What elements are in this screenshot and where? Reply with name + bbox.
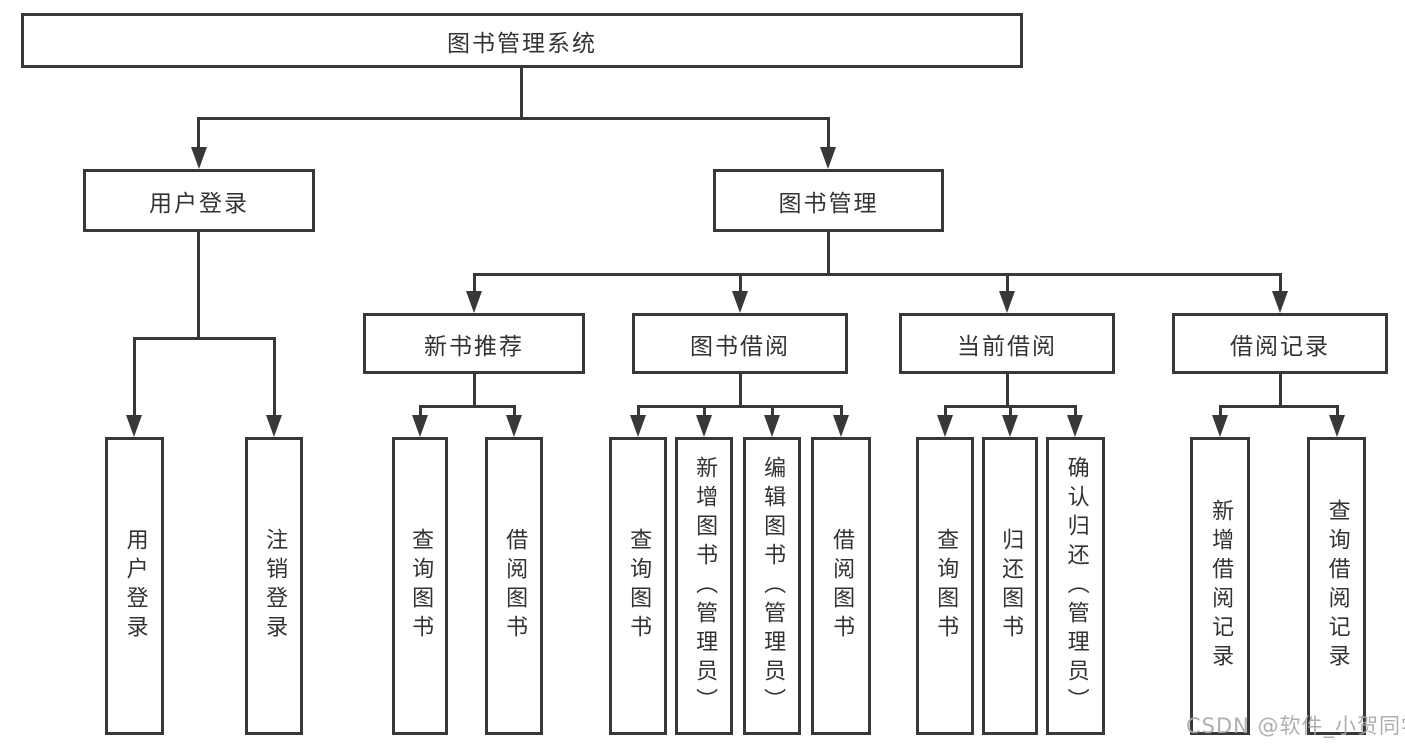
connector-drop	[637, 405, 640, 417]
connector-drop	[1074, 405, 1077, 417]
arrowhead	[630, 415, 646, 437]
arrowhead-user-login	[191, 147, 207, 169]
csdn-watermark: CSDN @软件_小贺同学	[1186, 714, 1405, 738]
connector-drop	[513, 405, 516, 417]
connector-current-borrow-stem	[1006, 374, 1009, 407]
leaf-label: 新增图书（管理员）	[692, 455, 718, 717]
connector-root-stem	[520, 68, 523, 118]
leaf-query-borrow-record: 查询借阅记录	[1307, 437, 1366, 735]
connector-book-borrow-stem	[739, 374, 742, 407]
arrowhead	[764, 415, 780, 437]
leaf-edit-book-admin: 编辑图书（管理员）	[743, 437, 801, 735]
node-root-library-system: 图书管理系统	[21, 13, 1023, 68]
leaf-label: 注销登录	[262, 528, 288, 644]
node-label: 当前借阅	[957, 333, 1057, 360]
connector-drop	[1219, 405, 1222, 417]
connector-level2-rail	[197, 117, 830, 120]
connector-drop	[944, 405, 947, 417]
leaf-logout-login: 注销登录	[245, 437, 303, 735]
leaf-label: 借阅图书	[502, 528, 528, 644]
connector-drop-new-book	[473, 273, 476, 293]
connector-borrow-records-rail	[1219, 405, 1338, 408]
arrowhead-leaf-logout	[266, 415, 282, 437]
leaf-add-borrow-record: 新增借阅记录	[1190, 437, 1250, 735]
node-current-borrow: 当前借阅	[899, 313, 1115, 374]
arrowhead-book-management	[820, 147, 836, 169]
leaf-query-books-borrow: 查询图书	[609, 437, 667, 735]
arrowhead-book-borrow	[732, 291, 748, 313]
leaf-label: 新增借阅记录	[1208, 499, 1234, 673]
node-label: 图书管理系统	[447, 30, 597, 57]
arrowhead	[1002, 415, 1018, 437]
node-book-borrow: 图书借阅	[632, 313, 848, 374]
arrowhead	[937, 415, 953, 437]
leaf-add-book-admin: 新增图书（管理员）	[675, 437, 733, 735]
leaf-label: 用户登录	[122, 528, 148, 644]
leaf-user-login: 用户登录	[105, 437, 164, 735]
arrowhead	[1329, 415, 1345, 437]
arrowhead	[506, 415, 522, 437]
connector-drop-leaf-logout	[273, 337, 276, 417]
leaf-label: 查询借阅记录	[1324, 499, 1350, 673]
node-borrow-records: 借阅记录	[1172, 313, 1388, 374]
arrowhead	[1067, 415, 1083, 437]
connector-drop-user-login	[197, 117, 200, 150]
leaf-label: 确认归还（管理员）	[1063, 455, 1089, 717]
node-label: 新书推荐	[424, 333, 524, 360]
node-new-book-recommend: 新书推荐	[363, 313, 585, 374]
node-label: 图书借阅	[690, 333, 790, 360]
connector-drop	[1336, 405, 1339, 417]
arrowhead	[412, 415, 428, 437]
arrowhead-current-borrow	[999, 291, 1015, 313]
connector-level3-rail	[473, 273, 1282, 276]
leaf-borrow-books: 借阅图书	[811, 437, 871, 735]
connector-drop-leaf-login	[133, 337, 136, 417]
connector-new-book-rail	[419, 405, 515, 408]
connector-user-login-rail	[133, 337, 276, 340]
connector-borrow-records-stem	[1279, 374, 1282, 407]
arrowhead	[833, 415, 849, 437]
leaf-label: 归还图书	[998, 528, 1024, 644]
leaf-label: 借阅图书	[829, 528, 855, 644]
connector-drop	[703, 405, 706, 417]
node-book-management: 图书管理	[713, 169, 944, 232]
leaf-label: 查询图书	[626, 528, 652, 644]
connector-book-management-stem	[827, 232, 830, 275]
connector-new-book-stem	[473, 374, 476, 407]
leaf-label: 查询图书	[408, 528, 434, 644]
connector-drop	[1009, 405, 1012, 417]
connector-drop	[419, 405, 422, 417]
connector-drop	[771, 405, 774, 417]
node-label: 图书管理	[778, 190, 879, 217]
arrowhead-borrow-records	[1272, 291, 1288, 313]
node-user-login: 用户登录	[83, 169, 315, 232]
leaf-borrow-books-recommend: 借阅图书	[485, 437, 543, 735]
arrowhead-new-book	[466, 291, 482, 313]
node-label: 用户登录	[149, 190, 249, 217]
arrowhead-leaf-login	[126, 415, 142, 437]
connector-drop-book-borrow	[739, 273, 742, 293]
connector-user-login-stem	[197, 232, 200, 339]
arrowhead	[696, 415, 712, 437]
leaf-return-book: 归还图书	[982, 437, 1038, 735]
connector-drop-current-borrow	[1006, 273, 1009, 293]
leaf-query-books-current: 查询图书	[916, 437, 974, 735]
connector-book-borrow-rail	[637, 405, 842, 408]
leaf-query-books-recommend: 查询图书	[392, 437, 448, 735]
node-label: 借阅记录	[1230, 333, 1330, 360]
connector-drop	[840, 405, 843, 417]
leaf-label: 查询图书	[933, 528, 959, 644]
connector-drop-borrow-records	[1279, 273, 1282, 293]
leaf-confirm-return-admin: 确认归还（管理员）	[1046, 437, 1105, 735]
arrowhead	[1212, 415, 1228, 437]
leaf-label: 编辑图书（管理员）	[760, 455, 786, 717]
connector-drop-book-management	[827, 117, 830, 150]
